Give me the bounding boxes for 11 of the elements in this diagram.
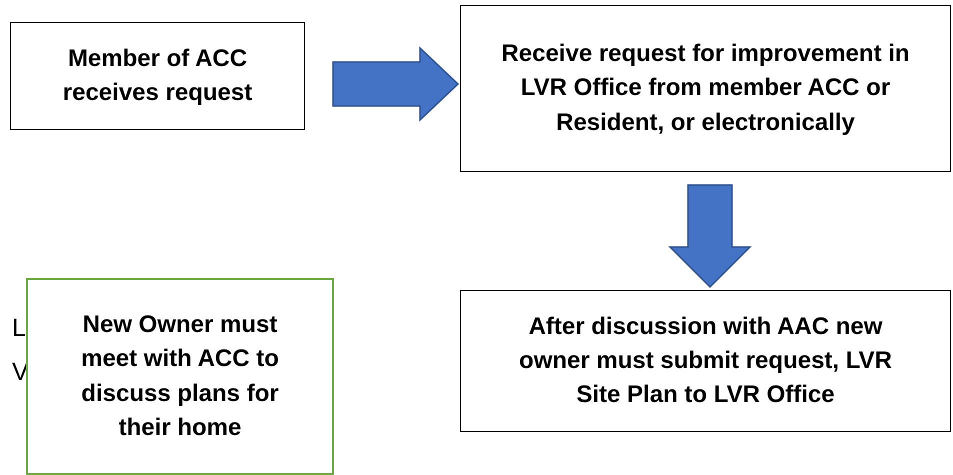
box-text: New Owner must meet with ACC to discuss plans for their home — [80, 310, 280, 443]
box-text: Receive request for improvement in LVR Office from member ACC or Resident, or electronically — [500, 39, 911, 138]
box-text: After discussion with AAC new owner must submit request, LVR Site Plan to LVR Office — [518, 312, 893, 410]
process-box — [10, 22, 305, 130]
process-box — [460, 5, 951, 172]
block-arrow — [668, 184, 752, 288]
process-box — [460, 290, 951, 432]
block-arrow — [332, 46, 460, 122]
process-box — [26, 278, 334, 475]
text-fragment: L — [12, 314, 26, 343]
box-text: Member of ACC receives request — [62, 44, 254, 108]
